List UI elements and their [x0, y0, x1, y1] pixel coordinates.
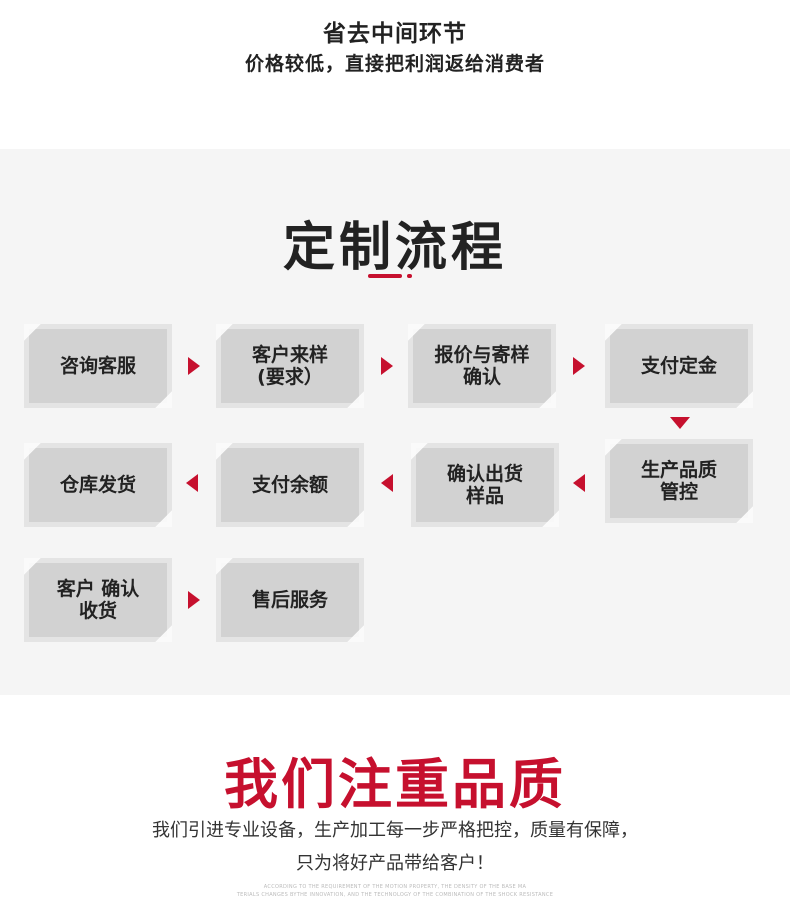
header-title: 省去中间环节	[323, 20, 467, 47]
step-label: 咨询客服	[59, 355, 136, 377]
arrow-right-icon	[573, 357, 585, 375]
step-after-sales: 售后服务	[216, 558, 364, 642]
arrow-right-icon	[381, 357, 393, 375]
arrow-left-icon	[573, 474, 585, 492]
step-confirm-shipment: 确认出货 样品	[411, 443, 559, 527]
step-label: 支付定金	[640, 355, 717, 377]
step-sample: 客户来样 (要求）	[216, 324, 364, 408]
fine-print-1: ACCORDING TO THE REQUIREMENT OF THE MOTI…	[263, 884, 527, 890]
step-consult: 咨询客服	[24, 324, 172, 408]
step-quality-control: 生产品质 管控	[605, 439, 753, 523]
title-underline-dot	[407, 274, 412, 278]
step-balance: 支付余额	[216, 443, 364, 527]
step-deposit: 支付定金	[605, 324, 753, 408]
step-label: 客户 确认 收货	[56, 578, 140, 622]
step-label: 客户来样 (要求）	[251, 344, 328, 388]
quality-title: 我们注重品质	[224, 753, 566, 816]
arrow-down-icon	[670, 417, 690, 429]
step-label: 售后服务	[251, 589, 328, 611]
step-label: 仓库发货	[59, 474, 136, 496]
arrow-left-icon	[381, 474, 393, 492]
quality-description-2: 只为将好产品带给客户！	[296, 853, 494, 874]
process-title: 定制流程	[282, 218, 507, 278]
quality-description-1: 我们引进专业设备，生产加工每一步严格把控，质量有保障，	[152, 820, 638, 841]
step-label: 确认出货 样品	[446, 463, 523, 507]
step-warehouse: 仓库发货	[24, 443, 172, 527]
arrow-right-icon	[188, 357, 200, 375]
arrow-right-icon	[188, 591, 200, 609]
arrow-left-icon	[186, 474, 198, 492]
step-label: 生产品质 管控	[640, 459, 717, 503]
header-subtitle: 价格较低，直接把利润返给消费者	[244, 53, 545, 75]
step-label: 报价与寄样 确认	[434, 344, 530, 388]
title-underline	[368, 274, 402, 278]
fine-print-2: TERIALS CHANGES BYTHE INNOVATION, AND TH…	[236, 892, 554, 898]
step-receipt: 客户 确认 收货	[24, 558, 172, 642]
step-quote: 报价与寄样 确认	[408, 324, 556, 408]
step-label: 支付余额	[251, 474, 328, 496]
